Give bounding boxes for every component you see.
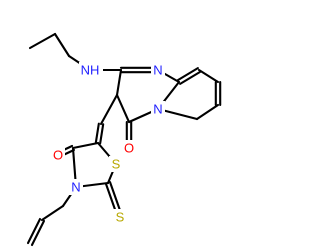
atom-label-nh: NH [81,63,100,78]
bond-a2-a3-line-1 [30,219,46,247]
atom-label-s-thione: S [116,210,125,225]
bond-c7-c6 [195,103,220,121]
bond-propC2-propC1 [53,32,71,58]
bond-a2-a3-line-2 [26,217,42,245]
molecule-structure-diagram: NH N N O O S N S [26,32,222,247]
atom-label-o-pyrimidinone: O [124,141,134,156]
bond-c9a-c9-line-2 [179,70,202,85]
bond-c3-ch [99,93,119,126]
bond-a1-a2 [40,204,65,222]
atom-n-thiazolidine: N [69,179,83,195]
bond-c9a-c9-line-1 [176,67,199,82]
atom-s-thione: S [113,209,127,225]
atom-label-n-bridge: N [153,102,162,117]
bond-propC3-propC2 [28,32,57,50]
atom-label-o-thiazolidinone: O [53,148,63,163]
atom-n-pyrimidine: N [151,62,165,78]
atom-o-pyrimidinone: O [122,140,136,156]
atom-o-thiazolidinone: O [51,147,65,163]
atom-s-ring: S [109,156,123,172]
bond-ch-c5t-line-2 [94,122,100,144]
bond-c5t-c4t [71,141,100,150]
atom-label-n-pyrimidine: N [153,63,162,78]
atom-n-bridge: N [151,101,165,117]
atom-nh: NH [79,62,103,78]
bond-ch-c5t-line-1 [99,123,105,145]
bond-c3-c2 [115,68,123,97]
atom-label-layer: NH N N O O S N S [51,62,165,225]
bond-c4-c3 [115,93,131,124]
bond-c9-c8 [197,68,220,84]
atom-label-s-ring: S [112,157,121,172]
atom-label-n-thiazolidine: N [71,180,80,195]
